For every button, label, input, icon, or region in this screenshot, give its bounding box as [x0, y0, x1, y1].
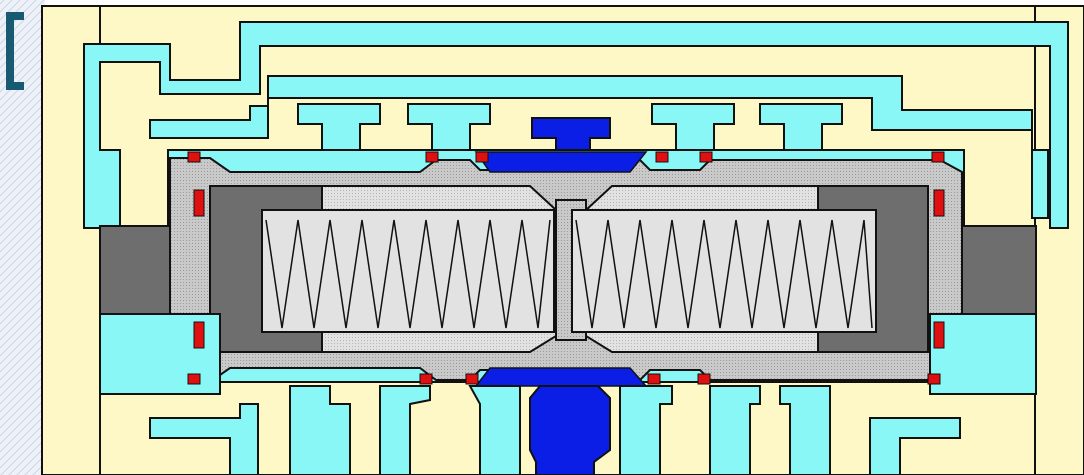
seal — [419, 373, 433, 385]
seal — [655, 151, 669, 163]
lower-port-7 — [779, 385, 831, 475]
seal — [193, 321, 205, 349]
seal — [475, 151, 489, 163]
seal — [193, 189, 205, 217]
seal — [465, 373, 479, 385]
lower-channel-right — [929, 313, 1037, 395]
lower-port-1 — [149, 403, 259, 475]
right-spring — [575, 219, 873, 329]
left-spring — [265, 219, 551, 329]
top-pilot-chamber — [474, 151, 648, 173]
seal — [927, 373, 941, 385]
seal — [933, 189, 945, 217]
lower-port-5 — [619, 385, 673, 475]
seal — [187, 373, 201, 385]
corner-bracket — [6, 12, 24, 90]
upper-channel-outer — [83, 21, 1069, 229]
bottom-pilot-chamber — [474, 367, 648, 387]
lower-ports — [149, 385, 961, 475]
seal — [933, 321, 945, 349]
seal — [931, 151, 945, 163]
seal — [425, 151, 439, 163]
seal — [699, 151, 713, 163]
lower-port-3 — [379, 385, 431, 475]
seal — [187, 151, 201, 163]
bottom-pilot-port — [529, 385, 611, 475]
lower-port-2 — [289, 385, 351, 475]
lower-port-6 — [709, 385, 761, 475]
seals — [187, 151, 945, 385]
upper-channel-inner — [149, 75, 1049, 219]
lower-port-8 — [869, 417, 961, 475]
lower-port-4 — [468, 385, 521, 475]
seal — [647, 373, 661, 385]
seal — [697, 373, 711, 385]
right-spring-box — [571, 209, 877, 333]
